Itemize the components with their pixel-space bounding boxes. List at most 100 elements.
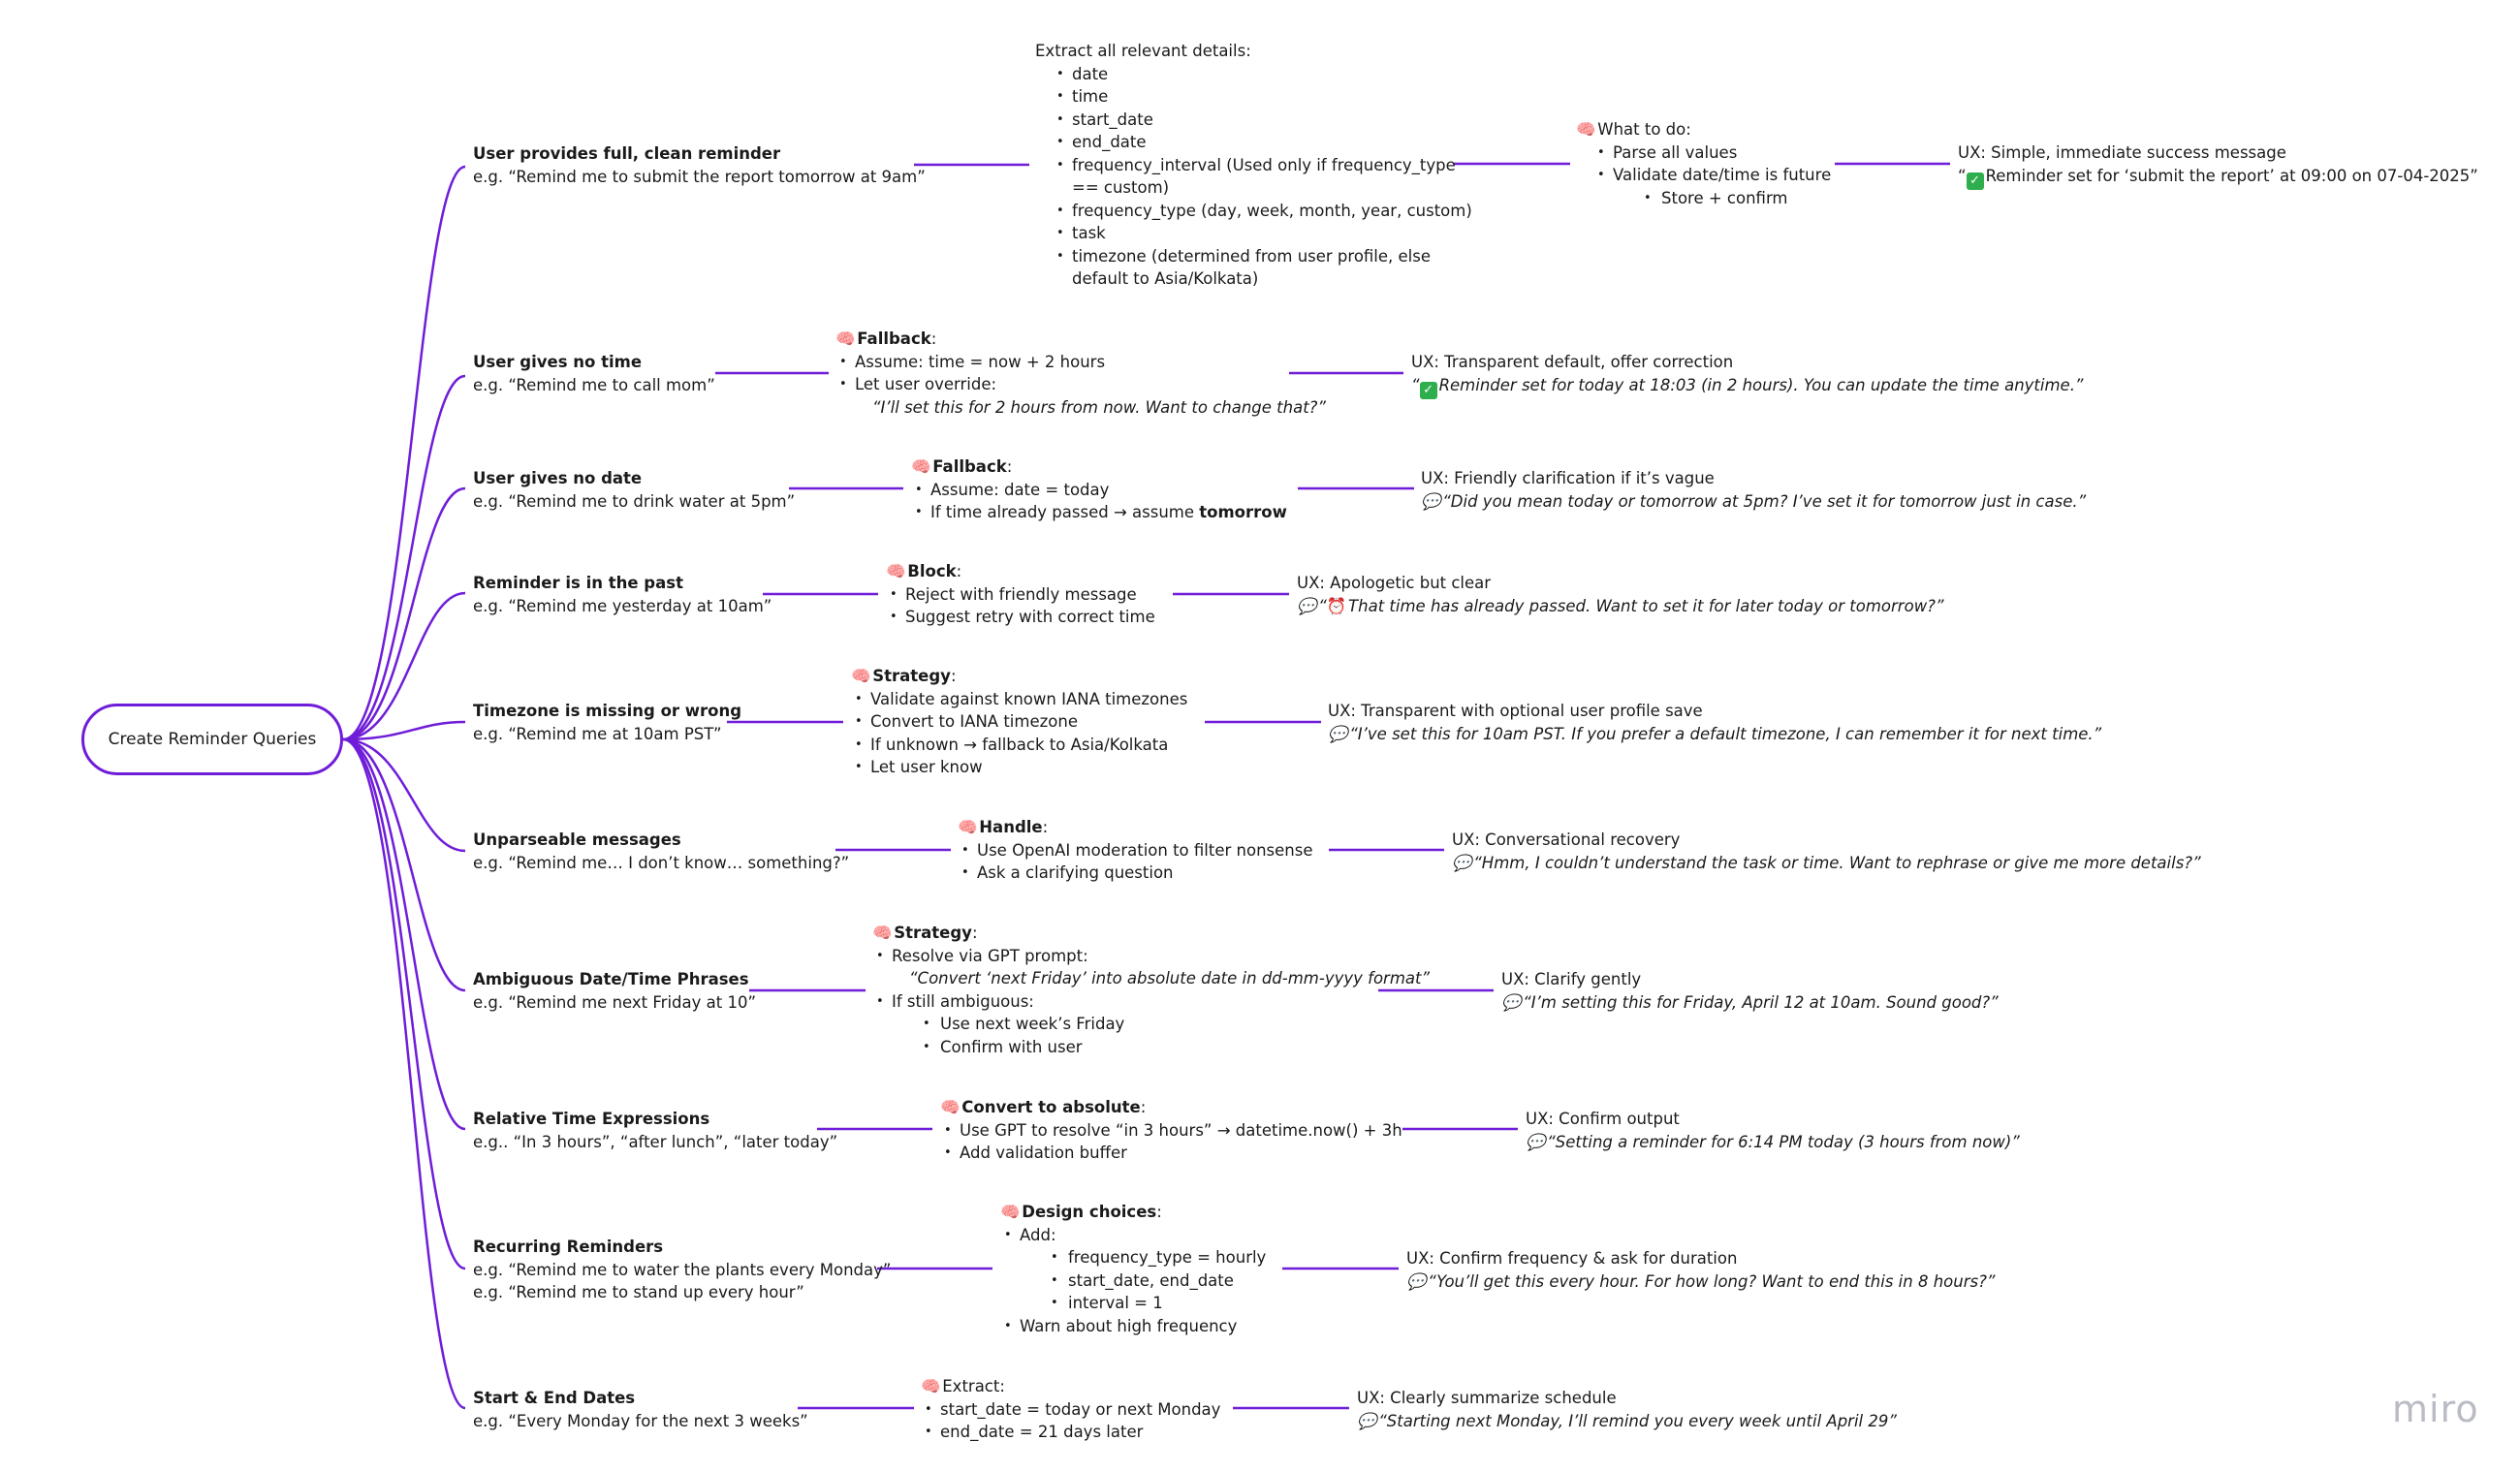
miro-watermark: miro <box>2392 1388 2479 1430</box>
root-node[interactable]: Create Reminder Queries <box>81 704 343 775</box>
list-item-text: If time already passed → assume <box>930 503 1200 521</box>
edge-root-row-5 <box>342 720 466 741</box>
strategy-heading: Fallback <box>857 329 931 348</box>
strategy-heading: Strategy <box>894 924 972 942</box>
brain-icon: 🧠 <box>851 667 871 685</box>
edge-root-row-2 <box>342 374 466 741</box>
ux-quote: “I’m setting this for Friday, April 12 a… <box>1523 992 1999 1012</box>
ux-title: UX: Confirm output <box>1526 1110 1680 1128</box>
brain-icon: 🧠 <box>872 924 893 942</box>
speech-bubble-icon: 💬 <box>1452 853 1472 872</box>
list-item: Let user know <box>851 756 1187 779</box>
edge-root-row-8 <box>342 737 466 1131</box>
case-example: e.g. “Every Monday for the next 3 weeks” <box>473 1411 808 1430</box>
check-mark-icon: ✓ <box>1419 381 1437 399</box>
row5-case-node[interactable]: Timezone is missing or wrong e.g. “Remin… <box>473 700 741 745</box>
case-example: e.g. “Remind me next Friday at 10” <box>473 992 756 1012</box>
list-item: Ask a clarifying question <box>958 862 1312 885</box>
list-item: end_date <box>1035 131 1472 154</box>
row4-ux-node[interactable]: UX: Apologetic but clear 💬 “⏰ That time … <box>1297 572 1944 617</box>
edge-root-row-4 <box>342 591 466 741</box>
row10-case-node[interactable]: Start & End Dates e.g. “Every Monday for… <box>473 1387 808 1432</box>
ux-title: UX: Confirm frequency & ask for duration <box>1406 1249 1738 1268</box>
brain-icon: 🧠 <box>1000 1203 1021 1221</box>
speech-bubble-icon: 💬 <box>1526 1132 1546 1151</box>
list-item: Store + confirm <box>1576 187 1831 210</box>
strategy-heading: Fallback <box>932 457 1007 476</box>
list-item: task <box>1035 222 1472 245</box>
strategy-heading: Extract: <box>942 1377 1005 1395</box>
ux-quote: “Setting a reminder for 6:14 PM today (3… <box>1547 1132 2020 1151</box>
list-item: Validate against known IANA timezones <box>851 688 1187 711</box>
list-item: Confirm with user <box>872 1036 1430 1059</box>
case-example: e.g. “Remind me to submit the report tom… <box>473 167 926 186</box>
row10-strategy-node[interactable]: 🧠 Extract: start_date = today or next Mo… <box>921 1375 1220 1444</box>
row7-strategy-node[interactable]: 🧠 Strategy: Resolve via GPT prompt: “Con… <box>872 922 1430 1058</box>
strategy-heading: Strategy <box>872 667 951 685</box>
row1-extract-node[interactable]: Extract all relevant details: date time … <box>1035 40 1472 291</box>
list-item: Reject with friendly message <box>886 583 1155 607</box>
list-item-emphasis: tomorrow <box>1199 503 1287 521</box>
row8-case-node[interactable]: Relative Time Expressions e.g.. “In 3 ho… <box>473 1108 837 1153</box>
row4-strategy-node[interactable]: 🧠 Block: Reject with friendly message Su… <box>886 560 1155 629</box>
row6-ux-node[interactable]: UX: Conversational recovery 💬 “Hmm, I co… <box>1452 829 2201 874</box>
row2-case-node[interactable]: User gives no time e.g. “Remind me to ca… <box>473 351 715 396</box>
list-item: Let user override: <box>835 373 1326 396</box>
case-title: Timezone is missing or wrong <box>473 702 742 720</box>
row10-ux-node[interactable]: UX: Clearly summarize schedule 💬 “Starti… <box>1357 1387 1897 1432</box>
row2-ux-node[interactable]: UX: Transparent default, offer correctio… <box>1411 351 2084 399</box>
case-title: Ambiguous Date/Time Phrases <box>473 970 749 988</box>
row9-ux-node[interactable]: UX: Confirm frequency & ask for duration… <box>1406 1247 1995 1293</box>
row9-case-node[interactable]: Recurring Reminders e.g. “Remind me to w… <box>473 1236 891 1304</box>
row1-todo-node[interactable]: 🧠 What to do: Parse all values Validate … <box>1576 118 1831 209</box>
ux-title: UX: Transparent with optional user profi… <box>1328 702 1703 720</box>
ux-quote: That time has already passed. Want to se… <box>1342 596 1944 615</box>
list-item: Assume: time = now + 2 hours <box>835 351 1326 374</box>
todo-heading: What to do: <box>1597 120 1691 139</box>
row7-ux-node[interactable]: UX: Clarify gently 💬 “I’m setting this f… <box>1501 968 1999 1014</box>
strategy-heading: Convert to absolute <box>961 1098 1141 1116</box>
case-example: e.g. “Remind me to drink water at 5pm” <box>473 491 796 511</box>
row4-case-node[interactable]: Reminder is in the past e.g. “Remind me … <box>473 572 772 617</box>
list-item: Validate date/time is future <box>1576 164 1831 187</box>
row3-case-node[interactable]: User gives no date e.g. “Remind me to dr… <box>473 467 795 513</box>
list-item: Add: <box>1000 1224 1266 1247</box>
row5-ux-node[interactable]: UX: Transparent with optional user profi… <box>1328 700 2101 745</box>
quote-mark: “ <box>1958 166 1967 185</box>
row3-ux-node[interactable]: UX: Friendly clarification if it’s vague… <box>1421 467 2086 513</box>
ux-quote: “I’ve set this for 10am PST. If you pref… <box>1349 724 2102 743</box>
brain-icon: 🧠 <box>958 818 978 836</box>
row6-strategy-node[interactable]: 🧠 Handle: Use OpenAI moderation to filte… <box>958 816 1312 885</box>
row2-strategy-node[interactable]: 🧠 Fallback: Assume: time = now + 2 hours… <box>835 328 1326 419</box>
row1-case-node[interactable]: User provides full, clean reminder e.g. … <box>473 142 926 188</box>
ux-quote: “Hmm, I couldn’t understand the task or … <box>1473 853 2201 872</box>
row8-ux-node[interactable]: UX: Confirm output 💬 “Setting a reminder… <box>1526 1108 2020 1153</box>
list-item: date <box>1035 63 1472 86</box>
list-item-continuation: == custom) <box>1072 178 1170 197</box>
row9-strategy-node[interactable]: 🧠 Design choices: Add: frequency_type = … <box>1000 1201 1266 1337</box>
ux-title: UX: Apologetic but clear <box>1297 574 1492 592</box>
row3-strategy-node[interactable]: 🧠 Fallback: Assume: date = today If time… <box>911 455 1287 524</box>
brain-icon: 🧠 <box>835 329 856 348</box>
row8-strategy-node[interactable]: 🧠 Convert to absolute: Use GPT to resolv… <box>940 1096 1402 1165</box>
row5-strategy-node[interactable]: 🧠 Strategy: Validate against known IANA … <box>851 665 1187 779</box>
ux-title: UX: Friendly clarification if it’s vague <box>1421 469 1715 487</box>
edge-root-row-3 <box>342 486 466 741</box>
ux-title: UX: Conversational recovery <box>1452 831 1681 849</box>
case-title: Unparseable messages <box>473 831 681 849</box>
brain-icon: 🧠 <box>940 1098 961 1116</box>
ux-title: UX: Transparent default, offer correctio… <box>1411 353 1734 371</box>
quote-mark: “ <box>1411 375 1420 394</box>
list-item: Resolve via GPT prompt: <box>872 945 1430 968</box>
row6-case-node[interactable]: Unparseable messages e.g. “Remind me… I … <box>473 829 849 874</box>
row7-case-node[interactable]: Ambiguous Date/Time Phrases e.g. “Remind… <box>473 968 756 1014</box>
brain-icon: 🧠 <box>1576 120 1596 139</box>
list-item: frequency_type = hourly <box>1000 1246 1266 1269</box>
speech-bubble-icon: 💬 <box>1297 596 1317 615</box>
strategy-note: “Convert ‘next Friday’ into absolute dat… <box>909 969 1431 987</box>
row1-ux-node[interactable]: UX: Simple, immediate success message “✓… <box>1958 141 2478 190</box>
ux-title: UX: Simple, immediate success message <box>1958 143 2286 162</box>
ux-quote: “Starting next Monday, I’ll remind you e… <box>1378 1411 1897 1430</box>
case-title: Recurring Reminders <box>473 1238 664 1256</box>
ux-quote: Reminder set for ‘submit the report’ at … <box>1985 166 2478 185</box>
